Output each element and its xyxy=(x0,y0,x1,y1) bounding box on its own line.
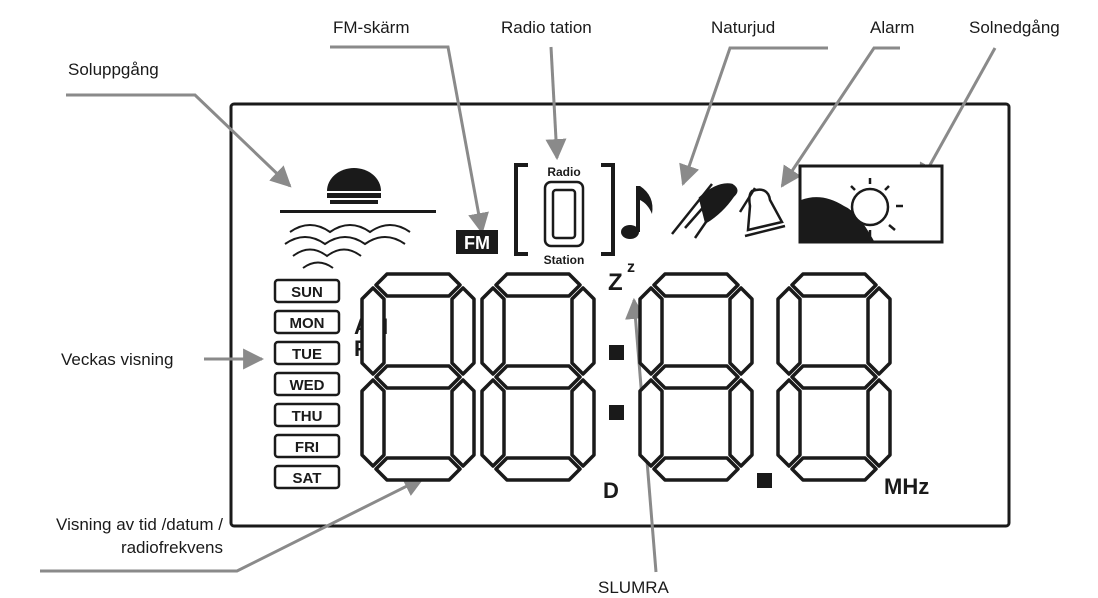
segment-d xyxy=(494,456,582,482)
label-radio-station: Radio tation xyxy=(501,18,592,37)
leader-lines xyxy=(40,45,997,573)
leader-time xyxy=(40,476,425,573)
segment-c xyxy=(728,378,754,468)
digit-2 xyxy=(480,272,596,482)
weekday-sat: SAT xyxy=(273,464,341,490)
segment-c xyxy=(570,378,596,468)
label-time-display-line2: radiofrekvens xyxy=(120,538,223,557)
colon xyxy=(609,345,624,420)
label-nature-sounds: Naturjud xyxy=(711,18,776,37)
weekday-list: SUN MON TUE WED THU FRI SAT xyxy=(273,278,341,490)
leader-fm xyxy=(330,45,489,235)
segment-e xyxy=(480,378,506,468)
weekday-label: FRI xyxy=(295,439,319,456)
segment-f xyxy=(638,286,664,376)
segment-g xyxy=(374,364,462,390)
weekday-wed: WED xyxy=(273,371,341,397)
lcd-frame xyxy=(229,102,1011,528)
radio-top-text: Radio xyxy=(547,165,580,179)
weekday-label: WED xyxy=(290,377,325,394)
segment-b xyxy=(450,286,476,376)
segment-a xyxy=(790,272,878,298)
segment-g xyxy=(790,364,878,390)
bird-icon xyxy=(671,183,738,239)
label-snooze: SLUMRA xyxy=(598,578,669,597)
segment-g xyxy=(652,364,740,390)
decimal-point xyxy=(757,473,772,488)
leader-sunset xyxy=(918,47,997,185)
segment-digits xyxy=(360,272,892,482)
weekday-label: MON xyxy=(290,315,325,332)
label-week-display: Veckas visning xyxy=(61,350,174,369)
weekday-label: SAT xyxy=(293,470,322,487)
segment-f xyxy=(480,286,506,376)
weekday-fri: FRI xyxy=(273,433,341,459)
label-fm-display: FM-skärm xyxy=(333,18,410,37)
weekday-label: THU xyxy=(292,408,323,425)
weekday-sun: SUN xyxy=(273,278,341,304)
music-note-icon xyxy=(621,186,653,239)
bell-icon xyxy=(738,187,786,238)
weekday-label: TUE xyxy=(292,346,322,363)
fm-indicator: FM xyxy=(456,230,498,254)
segment-b xyxy=(866,286,892,376)
digit-4 xyxy=(776,272,892,482)
snooze-indicator: Z z xyxy=(608,259,635,296)
label-sunrise: Soluppgång xyxy=(68,60,159,79)
segment-d xyxy=(652,456,740,482)
segment-b xyxy=(728,286,754,376)
leader-alarm xyxy=(780,46,900,188)
leader-sunrise xyxy=(66,93,292,188)
d-indicator: D xyxy=(603,478,619,503)
segment-b xyxy=(570,286,596,376)
sunset-icon xyxy=(798,164,944,244)
weekday-label: SUN xyxy=(291,284,323,301)
segment-f xyxy=(360,286,386,376)
segment-c xyxy=(866,378,892,468)
segment-a xyxy=(374,272,462,298)
leader-radio-station xyxy=(545,46,567,161)
segment-d xyxy=(374,456,462,482)
snooze-z-small: z xyxy=(627,259,635,276)
segment-e xyxy=(638,378,664,468)
weekday-mon: MON xyxy=(273,309,341,335)
leader-nature xyxy=(679,46,828,186)
fm-text: FM xyxy=(464,233,490,253)
segment-d xyxy=(790,456,878,482)
segment-g xyxy=(494,364,582,390)
weekday-tue: TUE xyxy=(273,340,341,366)
label-time-display-line1: Visning av tid /datum / xyxy=(56,515,223,534)
sunrise-icon xyxy=(280,168,436,269)
snooze-z-large: Z xyxy=(608,269,623,296)
segment-e xyxy=(360,378,386,468)
label-sunset: Solnedgång xyxy=(969,18,1060,37)
segment-f xyxy=(776,286,802,376)
digit-1 xyxy=(360,272,476,482)
segment-c xyxy=(450,378,476,468)
segment-e xyxy=(776,378,802,468)
mhz-indicator: MHz xyxy=(884,474,929,499)
weekday-thu: THU xyxy=(273,402,341,428)
segment-a xyxy=(652,272,740,298)
digit-3 xyxy=(638,272,754,482)
radio-bottom-text: Station xyxy=(544,253,585,267)
segment-a xyxy=(494,272,582,298)
radio-station-indicator: Radio Station xyxy=(514,163,615,267)
label-alarm: Alarm xyxy=(870,18,915,37)
